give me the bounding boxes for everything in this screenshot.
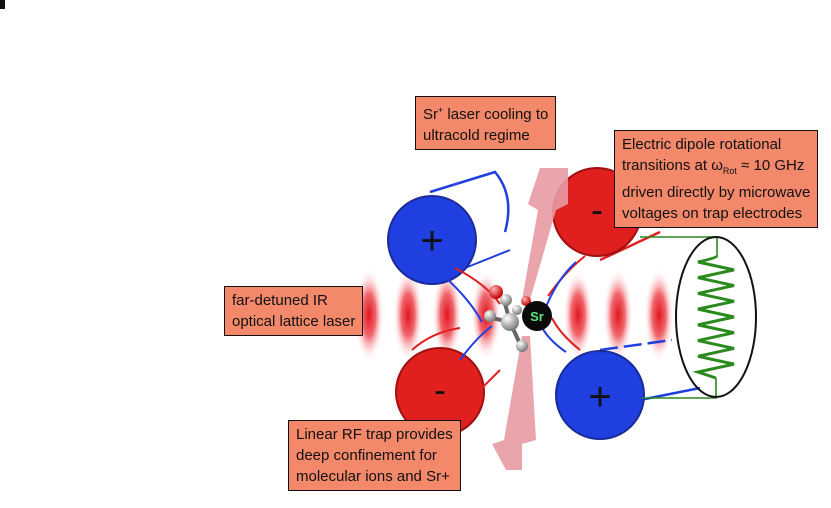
dipole-transition-label: Electric dipole rotational transitions a… bbox=[614, 130, 819, 228]
corner-mark bbox=[0, 0, 5, 9]
electrode-sign-top-right: - bbox=[591, 189, 603, 230]
electrode-sign-bottom-right: + bbox=[588, 375, 611, 419]
electrode-sign-bottom-left: - bbox=[434, 369, 446, 410]
electrode-top-left bbox=[387, 170, 511, 323]
ion-label: Sr bbox=[530, 309, 544, 324]
strontium-ion: Sr bbox=[522, 301, 552, 331]
molecular-ion bbox=[484, 285, 531, 352]
cooling-label: Sr+ laser cooling to ultracold regime bbox=[415, 96, 557, 150]
cooling-laser-beam bbox=[492, 168, 568, 470]
electrode-sign-top-left: + bbox=[420, 219, 443, 263]
rf-trap-label: Linear RF trap provides deep confinement… bbox=[288, 420, 461, 491]
microwave-source bbox=[640, 236, 757, 399]
lattice-laser-label: far-detuned IR optical lattice laser bbox=[224, 286, 364, 336]
